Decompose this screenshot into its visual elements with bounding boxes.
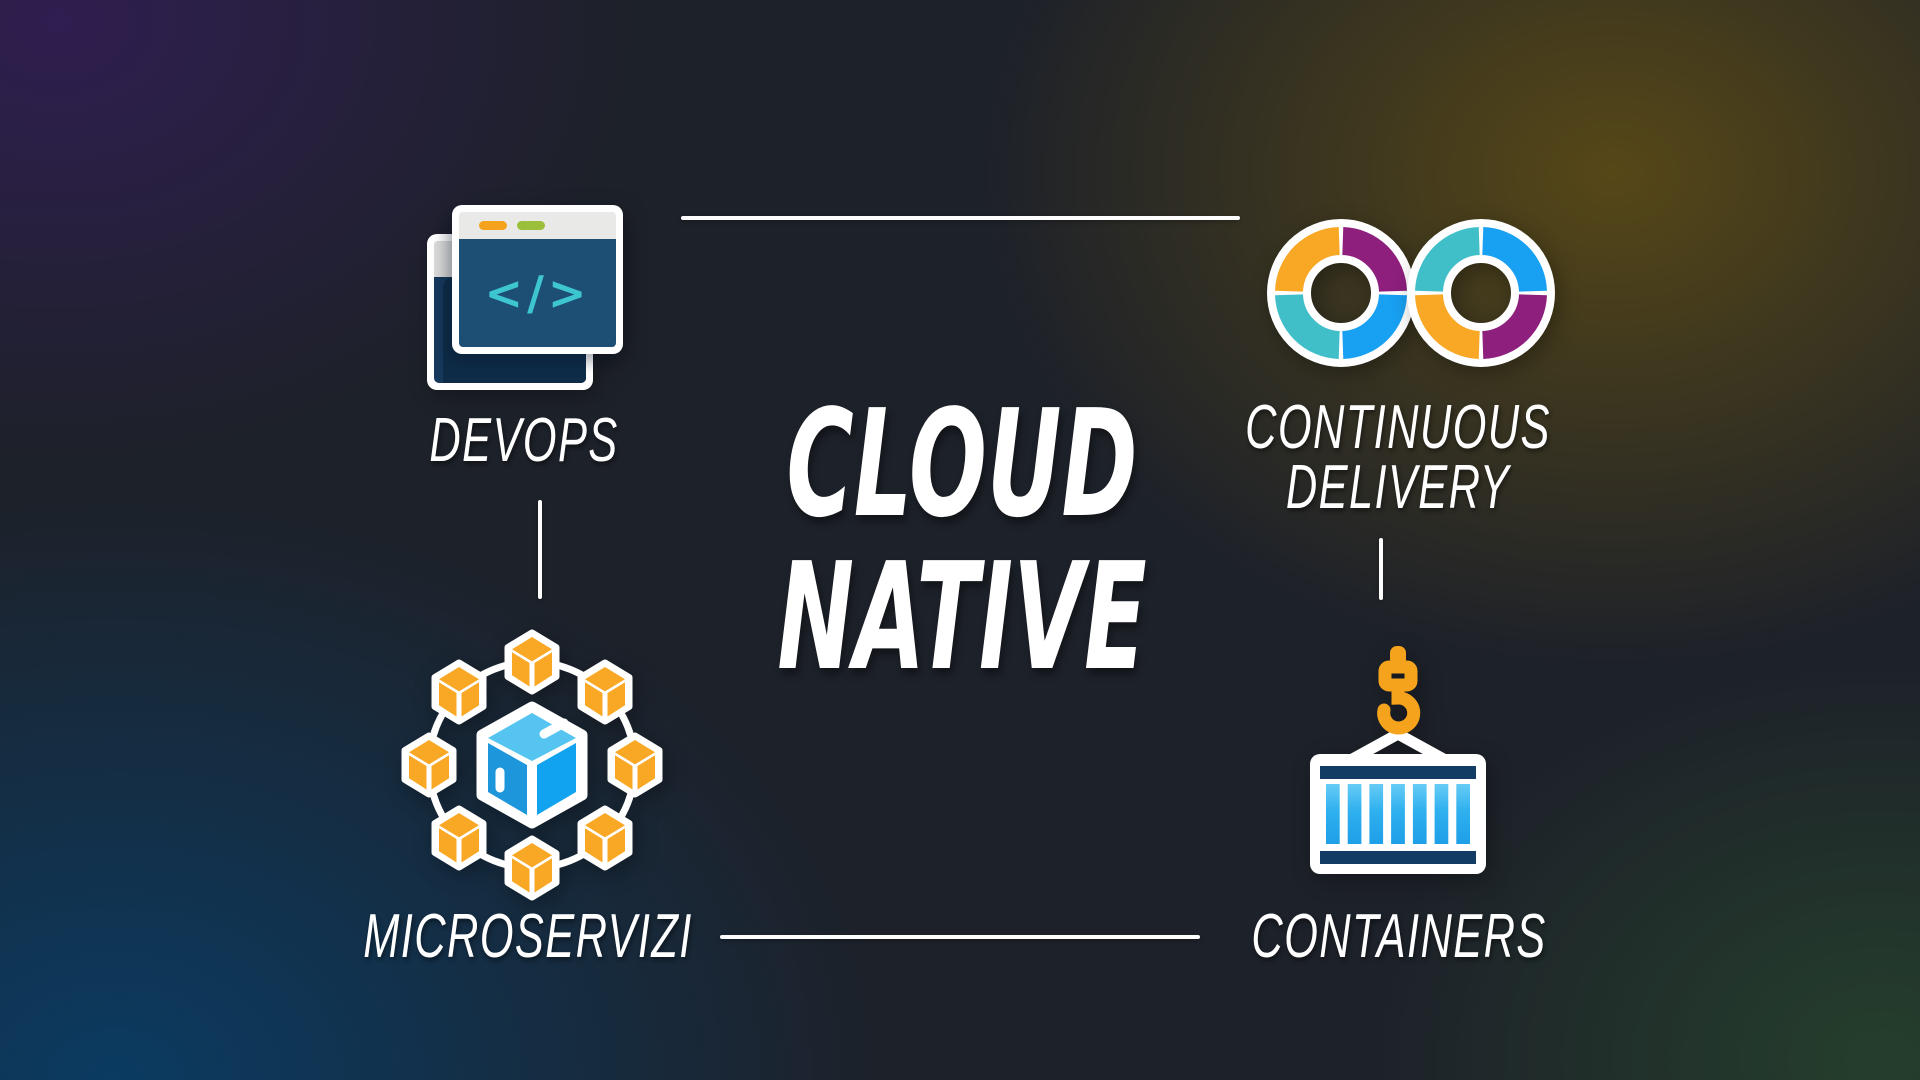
ring-segment-orange xyxy=(1275,227,1341,293)
infinity-loop-left-ring xyxy=(1267,219,1415,367)
connector-devops-to-delivery xyxy=(681,216,1240,220)
crane-hook xyxy=(1377,646,1421,735)
window-code-area: </> xyxy=(459,239,616,347)
ring-segment-purple xyxy=(1481,293,1547,359)
page-title-line2: NATIVE xyxy=(777,531,1147,703)
small-cube xyxy=(431,805,487,871)
small-cube xyxy=(577,659,633,725)
small-cube xyxy=(504,629,560,695)
containers-label: CONTAINERS xyxy=(1251,902,1547,971)
small-cube xyxy=(431,659,487,725)
microservices-label: MICROSERVIZI xyxy=(363,902,693,971)
orbit-cubes xyxy=(401,629,663,901)
front-window: </> xyxy=(452,205,623,354)
shipping-container xyxy=(1310,754,1486,874)
microservices-cubes-icon xyxy=(401,629,663,901)
connector-microservices-to-containers xyxy=(720,935,1200,939)
continuous-delivery-label-line2: DELIVERY xyxy=(1285,453,1511,522)
titlebar-orange-dash xyxy=(479,221,507,230)
window-titlebar xyxy=(459,212,616,239)
code-window-icon: </> xyxy=(425,205,625,395)
container-corrugation-stripes xyxy=(1339,784,1457,844)
continuous-delivery-label: CONTINUOUS DELIVERY xyxy=(1180,393,1617,522)
central-cube xyxy=(476,701,588,829)
connector-delivery-to-containers xyxy=(1379,538,1383,600)
devops-label: DEVOPS xyxy=(429,406,619,475)
code-glyph: </> xyxy=(484,266,591,320)
ring-segment-teal xyxy=(1275,293,1341,359)
ring-segment-orange xyxy=(1415,293,1481,359)
connector-devops-to-microservices xyxy=(538,500,542,599)
page-title: CLOUD NATIVE xyxy=(777,388,1146,694)
container-bottom-bar xyxy=(1320,851,1476,864)
small-cube xyxy=(607,732,663,798)
titlebar-green-dash xyxy=(517,221,545,230)
container-top-bar xyxy=(1320,766,1476,779)
ring-segment-blue xyxy=(1341,293,1407,359)
ring-segment-purple xyxy=(1341,227,1407,293)
small-cube xyxy=(577,805,633,871)
infinity-loop-right-ring xyxy=(1407,219,1555,367)
container-body xyxy=(1326,784,1470,844)
ring-segment-blue xyxy=(1481,227,1547,293)
continuous-delivery-label-line1: CONTINUOUS xyxy=(1245,393,1551,462)
small-cube xyxy=(401,732,457,798)
ring-outline xyxy=(1407,219,1555,367)
container-crane-icon xyxy=(1310,646,1486,874)
ring-outline xyxy=(1267,219,1415,367)
small-cube xyxy=(504,835,560,901)
ring-segment-teal xyxy=(1415,227,1481,293)
page-title-line1: CLOUD xyxy=(786,378,1138,550)
